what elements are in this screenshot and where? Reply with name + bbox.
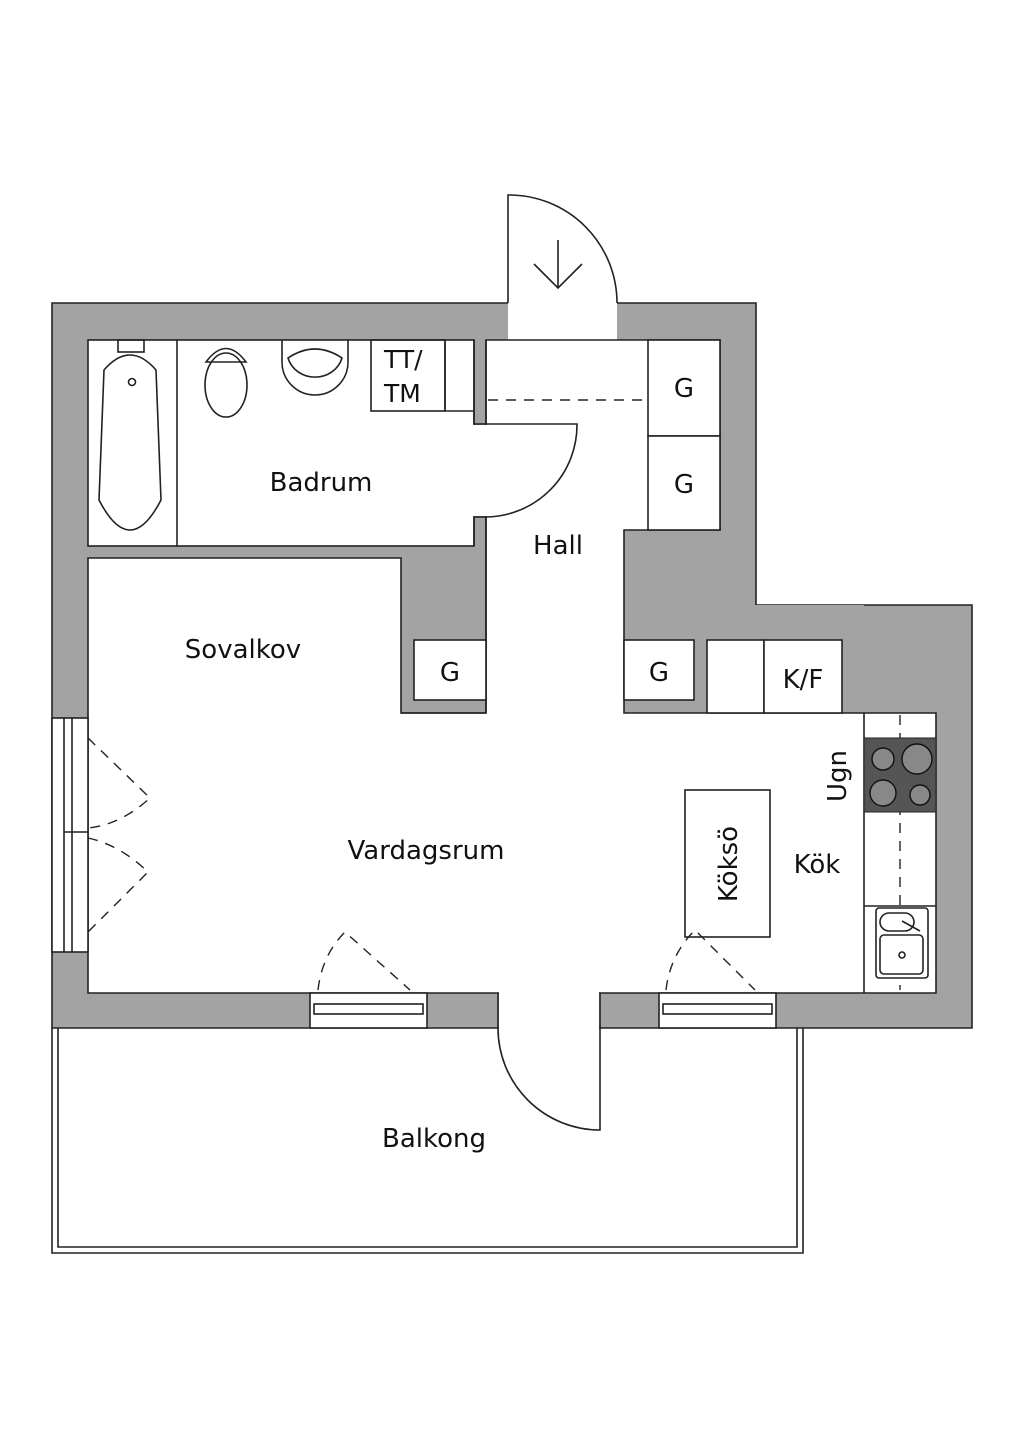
closet-label: G	[649, 658, 669, 688]
room-label-kok: Kök	[794, 850, 841, 880]
burners	[869, 743, 933, 807]
kitchen-island	[684, 789, 771, 938]
window-swing	[317, 931, 411, 991]
room-label-sovalkov: Sovalkov	[185, 635, 301, 665]
kitchen-cabinet	[706, 639, 765, 714]
tm-label: TM	[383, 379, 421, 408]
window-sill	[313, 1003, 424, 1015]
closet-label: G	[674, 374, 694, 404]
left-window	[51, 717, 89, 953]
room-label-hall: Hall	[533, 531, 583, 561]
room-badrum	[87, 339, 475, 547]
window-swing	[665, 929, 756, 991]
closet-label: G	[440, 658, 460, 688]
ugn-label: Ugn	[823, 750, 853, 802]
sink-basin-icon	[287, 348, 343, 378]
toilet-icon	[204, 352, 248, 418]
entrance-door[interactable]	[507, 194, 618, 304]
tub-drain-icon	[127, 377, 137, 387]
closet	[647, 435, 721, 531]
bathroom-door[interactable]	[485, 423, 578, 518]
bathtub-icon	[98, 354, 162, 531]
window-swing	[87, 737, 152, 933]
closet	[647, 339, 721, 437]
kitchen-sink-icon	[875, 907, 929, 979]
faucet-icon	[901, 920, 921, 932]
kf-label: K/F	[783, 665, 824, 695]
closet	[623, 639, 695, 701]
arrow-down-icon	[533, 240, 583, 290]
sink-bowl-small	[879, 912, 915, 932]
entrance-opening	[508, 302, 617, 342]
room-label-vardagsrum: Vardagsrum	[348, 836, 505, 866]
closet-label: G	[674, 470, 694, 500]
bottom-window-right	[658, 992, 777, 1029]
balcony-outline	[51, 1028, 804, 1254]
toilet-tank-icon	[204, 347, 248, 363]
fridge-freezer	[763, 639, 843, 714]
window-sill	[662, 1003, 773, 1015]
tt-label: TT/	[383, 345, 423, 374]
room-label-balkong: Balkong	[382, 1124, 486, 1154]
sink-drain-icon	[898, 951, 906, 959]
sink-bowl-large	[879, 934, 924, 975]
room-label-badrum: Badrum	[270, 468, 373, 498]
sink-icon	[281, 340, 349, 396]
tub-faucet-icon	[117, 339, 145, 353]
bathroom-door-opening	[472, 425, 488, 516]
balcony-door-opening	[499, 992, 599, 1030]
balcony-door[interactable]	[497, 1027, 601, 1131]
closet	[413, 639, 487, 701]
bottom-window-left	[309, 992, 428, 1029]
island-label: Köksö	[714, 826, 744, 902]
